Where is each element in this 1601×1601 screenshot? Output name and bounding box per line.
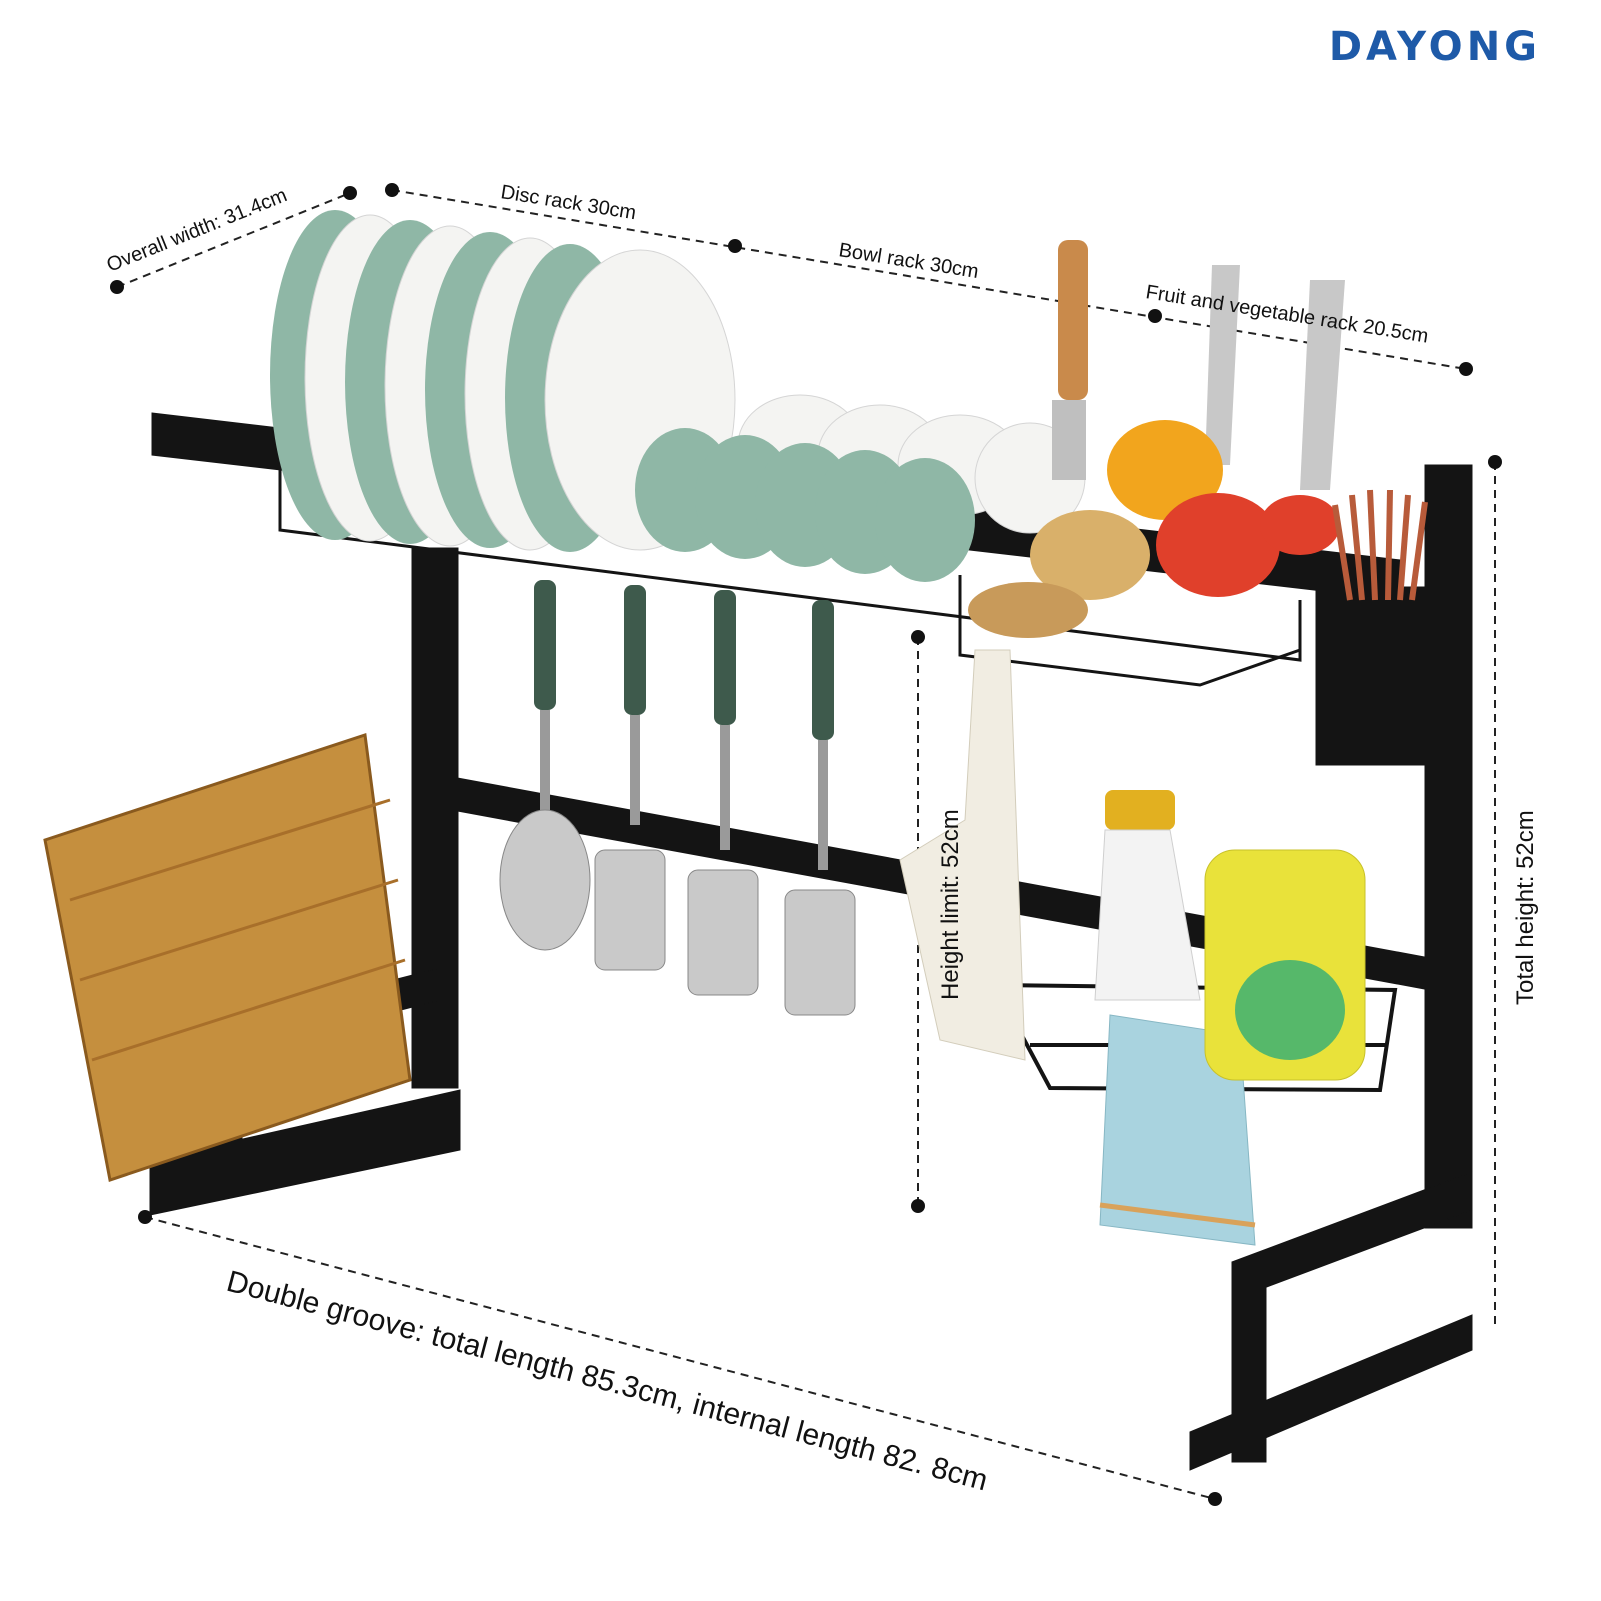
knife [1205, 265, 1240, 465]
tomato [1156, 493, 1280, 597]
spray-trigger [1105, 790, 1175, 830]
bottles [1094, 790, 1366, 1081]
dimension-dot [911, 630, 925, 644]
knives [1052, 240, 1345, 490]
bowl [875, 458, 975, 582]
dimension-dot [1208, 1492, 1222, 1506]
slotted-turner [784, 889, 856, 1016]
fruit-rack-label: Fruit and vegetable rack 20.5cm [1144, 281, 1430, 347]
dimension-dot [110, 280, 124, 294]
overall-width-label: Overall width: 31.4cm [104, 184, 291, 276]
dimension-dot [138, 1210, 152, 1224]
utensil-handle [714, 590, 736, 725]
spray-bottle [1094, 829, 1201, 1001]
utensil-shaft [630, 715, 640, 825]
jug-label [1235, 960, 1345, 1060]
knife-blade [1052, 400, 1086, 480]
dimension-dot [1148, 309, 1162, 323]
potato [968, 582, 1088, 638]
slotted-turner [687, 869, 759, 996]
dimension-dot [1488, 455, 1502, 469]
brand-logo: DAYONG [1328, 24, 1541, 70]
height-limit-label: Height limit: 52cm [937, 809, 964, 1000]
slotted-turner [594, 849, 666, 971]
skimmer-spoon [499, 809, 591, 951]
upper-wire-basket [278, 470, 1302, 687]
knife-handle [1058, 240, 1088, 400]
utensil-handle [624, 585, 646, 715]
cutting-board [43, 733, 412, 1182]
right-upright [1424, 464, 1473, 1229]
dimension-dot [1459, 362, 1473, 376]
left-upright [411, 547, 459, 1089]
utensil-shaft [540, 710, 550, 820]
left-base [149, 1089, 461, 1216]
plates [270, 210, 736, 552]
knife [1300, 280, 1345, 490]
total-length-line [144, 1216, 1216, 1500]
utensil-handle [534, 580, 556, 710]
dimension-dot [728, 239, 742, 253]
total-height-label: Total height: 52cm [1512, 810, 1539, 1005]
utensil-handle [812, 600, 834, 740]
vegetables [968, 420, 1340, 638]
dimension-dot [911, 1199, 925, 1213]
utensil-holder [1315, 586, 1441, 766]
chopsticks [1332, 489, 1428, 601]
right-foot-post [1231, 1261, 1267, 1463]
dimension-dot [385, 183, 399, 197]
dimension-endpoints [110, 183, 1502, 1506]
pepper [1107, 420, 1223, 520]
utensils [499, 580, 856, 1016]
disc-rack-label: Disc rack 30cm [499, 181, 637, 224]
utensil-shaft [818, 740, 828, 870]
hanging-towel [899, 649, 1026, 1061]
potato [1030, 510, 1150, 600]
total-length-label: Double groove: total length 85.3cm, inte… [223, 1265, 991, 1498]
tomato [1260, 495, 1340, 555]
dimension-dot [343, 186, 357, 200]
right-foot-top [1231, 1171, 1473, 1301]
utensil-shaft [720, 725, 730, 850]
